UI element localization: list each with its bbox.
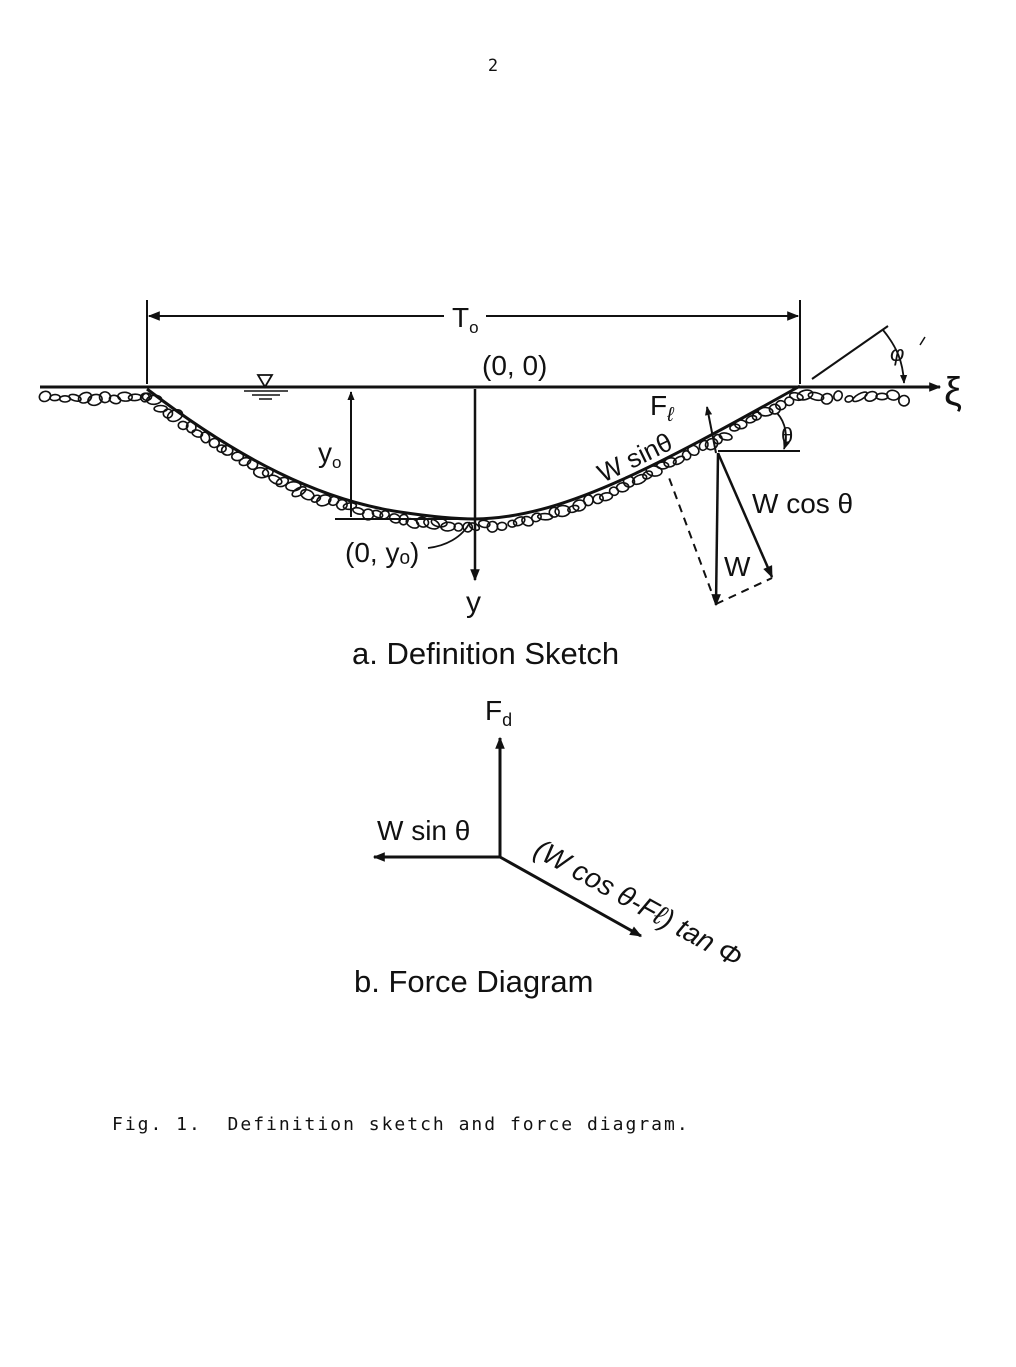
w-label: W: [724, 551, 751, 582]
rock: [807, 391, 825, 402]
top-width-label: To: [452, 302, 479, 337]
rock: [127, 393, 143, 402]
rock: [98, 391, 112, 404]
rock: [745, 414, 758, 424]
rock: [757, 406, 774, 417]
rock: [832, 390, 844, 402]
theta-label: θ: [781, 423, 793, 448]
rock: [268, 474, 283, 486]
rock: [208, 437, 220, 449]
rock: [521, 515, 534, 527]
rock: [645, 465, 663, 477]
rock: [512, 516, 526, 527]
repose-angle: φ: [811, 325, 926, 384]
channel-bed-curve: [146, 384, 801, 521]
rock: [275, 476, 290, 488]
rock: [477, 519, 491, 529]
resultant-force-arrow: [499, 855, 643, 938]
particle-forces: θ Fℓ W sinθ W cos θ W: [592, 390, 853, 607]
rock: [554, 504, 571, 518]
rock: [788, 391, 804, 402]
origin-label: (0, 0): [482, 350, 547, 381]
rock: [300, 488, 315, 501]
rock: [153, 404, 169, 413]
rock: [87, 393, 103, 407]
bottom-point-leader: [427, 521, 471, 549]
rock: [897, 394, 910, 407]
rock: [77, 391, 93, 404]
rock: [784, 396, 795, 407]
rock: [507, 519, 518, 528]
rock: [388, 513, 402, 524]
rock: [117, 391, 133, 402]
w-cos-label: W cos θ: [752, 488, 853, 519]
rock: [656, 461, 670, 470]
rock: [166, 408, 184, 423]
drag-force-label: Fd: [485, 695, 512, 730]
rock: [530, 512, 542, 523]
rock: [496, 521, 508, 532]
rock: [820, 392, 834, 405]
rock: [191, 429, 204, 438]
lift-label: Fℓ: [650, 390, 675, 426]
sketch-title: a. Definition Sketch: [352, 636, 619, 671]
rock: [592, 493, 604, 505]
rock: [38, 390, 52, 403]
rock: [631, 473, 648, 486]
rock: [68, 393, 82, 402]
rock: [440, 521, 456, 532]
rock: [371, 509, 384, 519]
force-diagram-title: b. Force Diagram: [354, 964, 593, 999]
rock: [139, 392, 151, 403]
rock: [108, 394, 122, 405]
y-axis-label: y: [466, 586, 481, 619]
rock: [608, 486, 620, 497]
xi-axis-label: ξ: [944, 370, 962, 414]
rock: [415, 516, 430, 528]
figure-caption: Fig. 1. Definition sketch and force diag…: [112, 1114, 690, 1135]
rock: [462, 521, 474, 533]
depth-label: yo: [318, 437, 341, 472]
w-sin-label: W sinθ: [592, 427, 677, 489]
bottom-point-label: (0, yₒ): [345, 537, 419, 568]
rock: [231, 451, 245, 462]
w-sin-force-label: W sin θ: [377, 815, 470, 846]
rock: [252, 466, 270, 479]
rock: [885, 389, 901, 401]
rock: [177, 420, 189, 431]
rock: [200, 431, 211, 444]
rock: [672, 455, 686, 466]
rock: [291, 485, 307, 498]
rock: [49, 393, 61, 402]
water-surface-symbol: [244, 374, 288, 400]
definition-sketch: To ξ (0, 0) yo y (0, yₒ) φ: [38, 300, 962, 671]
phi-label: φ: [890, 341, 904, 366]
top-width-dimension: To: [146, 300, 801, 384]
riprap-layer: [38, 389, 910, 533]
rock: [796, 389, 814, 401]
rock: [718, 432, 733, 441]
resultant-force-label: (W cos θ-Fℓ) tan Φ: [529, 833, 748, 973]
page-number: 2: [487, 56, 499, 76]
force-diagram: Fd W sin θ (W cos θ-Fℓ) tan Φ b. Force D…: [354, 695, 748, 999]
rock: [852, 391, 868, 403]
rock: [548, 506, 560, 518]
